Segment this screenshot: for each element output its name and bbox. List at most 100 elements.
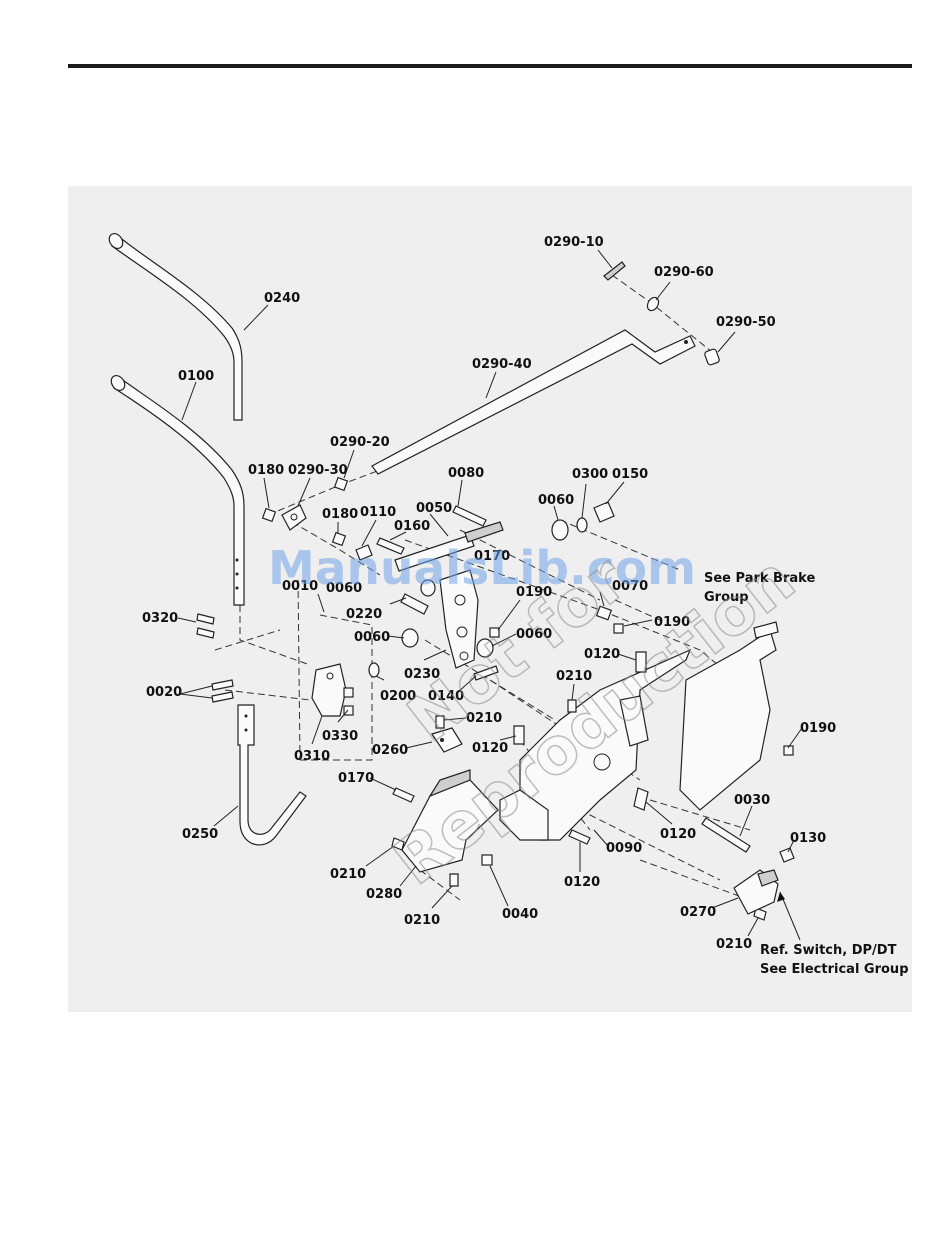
label-0320: 0320: [142, 611, 178, 626]
label-0210-c: 0210: [330, 867, 366, 882]
label-0020: 0020: [146, 685, 182, 700]
part-0110-bolt: [355, 544, 373, 561]
part-0260-plate: [431, 727, 463, 753]
part-0180-nuts: [261, 507, 347, 547]
switch-note-line1: Ref. Switch, DP/DT: [760, 943, 897, 958]
part-park-brake-plate: [679, 621, 779, 811]
label-0330: 0330: [322, 729, 358, 744]
label-0010: 0010: [282, 579, 318, 594]
part-0190-nuts: [489, 623, 794, 756]
part-0150-bracket: [593, 501, 615, 523]
part-0090-plate: [499, 648, 692, 841]
label-0120-a: 0120: [584, 647, 620, 662]
part-0100-handle: [110, 374, 245, 606]
label-0210-e: 0210: [716, 937, 752, 952]
label-0300: 0300: [572, 467, 608, 482]
part-0290-30-yoke: [281, 504, 307, 531]
label-0140: 0140: [428, 689, 464, 704]
label-0100: 0100: [178, 369, 214, 384]
park-brake-note-line2: Group: [704, 590, 749, 605]
part-0290-40-rod: [371, 329, 696, 475]
label-0290-30: 0290-30: [288, 463, 348, 478]
label-0190-b: 0190: [654, 615, 690, 630]
part-0310-bracket: [311, 663, 347, 717]
label-0290-60: 0290-60: [654, 265, 714, 280]
label-0040: 0040: [502, 907, 538, 922]
label-0120-c: 0120: [660, 827, 696, 842]
part-0300-washer: [576, 517, 588, 533]
label-0170-gas: 0170: [474, 549, 510, 564]
label-0210-b: 0210: [466, 711, 502, 726]
label-0210-a: 0210: [556, 669, 592, 684]
leader-lines: [177, 249, 803, 941]
label-0180-b: 0180: [322, 507, 358, 522]
label-0270: 0270: [680, 905, 716, 920]
label-0250: 0250: [182, 827, 218, 842]
part-0030-bolt: [701, 817, 751, 853]
part-0230-lever: [439, 569, 479, 669]
label-0070: 0070: [612, 579, 648, 594]
part-0120-bolts: [513, 651, 649, 845]
part-0040-nut: [481, 854, 493, 866]
label-0060-c: 0060: [354, 630, 390, 645]
label-0030: 0030: [734, 793, 770, 808]
label-0280: 0280: [366, 887, 402, 902]
label-0110: 0110: [360, 505, 396, 520]
label-0060-d: 0060: [516, 627, 552, 642]
label-0210-d: 0210: [404, 913, 440, 928]
part-0220-spacer: [400, 593, 429, 615]
header-rule: [68, 64, 912, 68]
label-0290-20: 0290-20: [330, 435, 390, 450]
label-0160: 0160: [394, 519, 430, 534]
label-0120-d: 0120: [564, 875, 600, 890]
part-0290-60-washer: [646, 296, 660, 312]
part-0170-bolt: [392, 787, 415, 803]
part-0290-20-nut: [333, 476, 349, 492]
label-0050: 0050: [416, 501, 452, 516]
label-0290-40: 0290-40: [472, 357, 532, 372]
label-0090: 0090: [606, 841, 642, 856]
label-0190-a: 0190: [516, 585, 552, 600]
watermark-brand: ManualsLib.com: [268, 541, 696, 595]
label-0120-b: 0120: [472, 741, 508, 756]
label-0060-a: 0060: [538, 493, 574, 508]
part-0070-spacer: [595, 605, 613, 621]
switch-note-line2: See Electrical Group: [760, 962, 909, 977]
label-0290-10: 0290-10: [544, 235, 604, 250]
part-0270-switch: [733, 869, 779, 915]
part-0160-bolt: [376, 537, 405, 555]
part-0240-handle: [108, 232, 243, 421]
label-0190-c: 0190: [800, 721, 836, 736]
part-labels: 0290-10 0290-60 0290-50 0290-40 0240 010…: [142, 235, 836, 952]
part-0080-bolt: [452, 505, 487, 527]
part-0290-50-bushing: [704, 348, 720, 366]
label-0130: 0130: [790, 831, 826, 846]
part-0250-rod: [237, 704, 307, 846]
label-0200: 0200: [380, 689, 416, 704]
part-0280-bracket: [401, 769, 499, 873]
part-0330-nuts: [343, 687, 354, 716]
part-0290-10-clip: [603, 261, 626, 281]
park-brake-note-line1: See Park Brake: [704, 571, 815, 586]
label-0310: 0310: [294, 749, 330, 764]
part-0200-washer: [368, 662, 380, 678]
label-0260: 0260: [372, 743, 408, 758]
part-0130-screws: [779, 847, 795, 863]
reference-notes: See Park Brake Group Ref. Switch, DP/DT …: [704, 571, 909, 977]
part-0050-gas-spring: [394, 521, 504, 572]
label-0240: 0240: [264, 291, 300, 306]
part-0320-bolts: [196, 613, 215, 639]
label-0080: 0080: [448, 466, 484, 481]
part-0060-bushings: [401, 519, 569, 658]
part-0020-bolts: [211, 679, 234, 703]
part-0140-bolt: [473, 665, 499, 681]
label-0060-b: 0060: [326, 581, 362, 596]
label-0290-50: 0290-50: [716, 315, 776, 330]
label-0230: 0230: [404, 667, 440, 682]
label-0170: 0170: [338, 771, 374, 786]
part-0210-screws: [391, 699, 767, 921]
label-0150: 0150: [612, 467, 648, 482]
label-0180-a: 0180: [248, 463, 284, 478]
